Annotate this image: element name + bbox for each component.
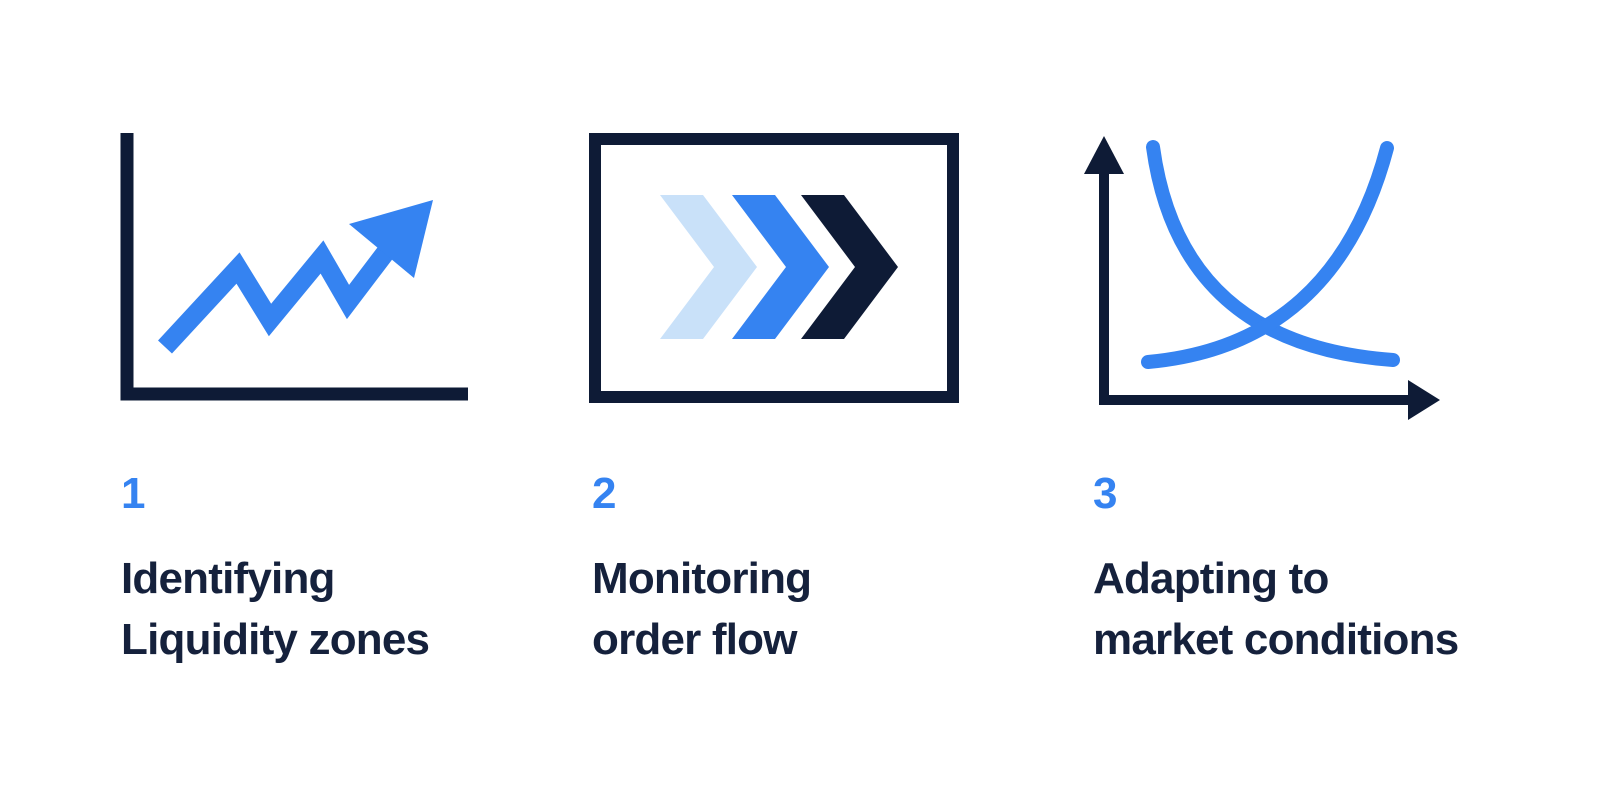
rising-trend-chart-icon [120, 128, 470, 401]
triple-chevron-forward-icon [589, 133, 959, 403]
chart-axes [120, 133, 468, 401]
demand-curve [1146, 140, 1400, 367]
step-number: 2 [592, 469, 617, 518]
zigzag-trend-line [158, 238, 400, 354]
step-title: Adapting to market conditions [1093, 554, 1459, 664]
supply-demand-curves-icon [1080, 130, 1452, 422]
y-axis-arrowhead [1084, 136, 1124, 174]
step-title: Monitoring order flow [592, 554, 812, 664]
supply-curve [1141, 141, 1394, 369]
icon-frame [589, 133, 959, 403]
step-number: 1 [121, 469, 146, 518]
step-title: Identifying Liquidity zones [121, 554, 430, 664]
chevron-medium [732, 195, 829, 339]
chevron-dark [801, 195, 898, 339]
x-axis-arrowhead [1408, 380, 1440, 420]
step-number: 3 [1093, 469, 1118, 518]
trend-arrowhead [349, 200, 433, 278]
chevron-light [660, 195, 757, 339]
